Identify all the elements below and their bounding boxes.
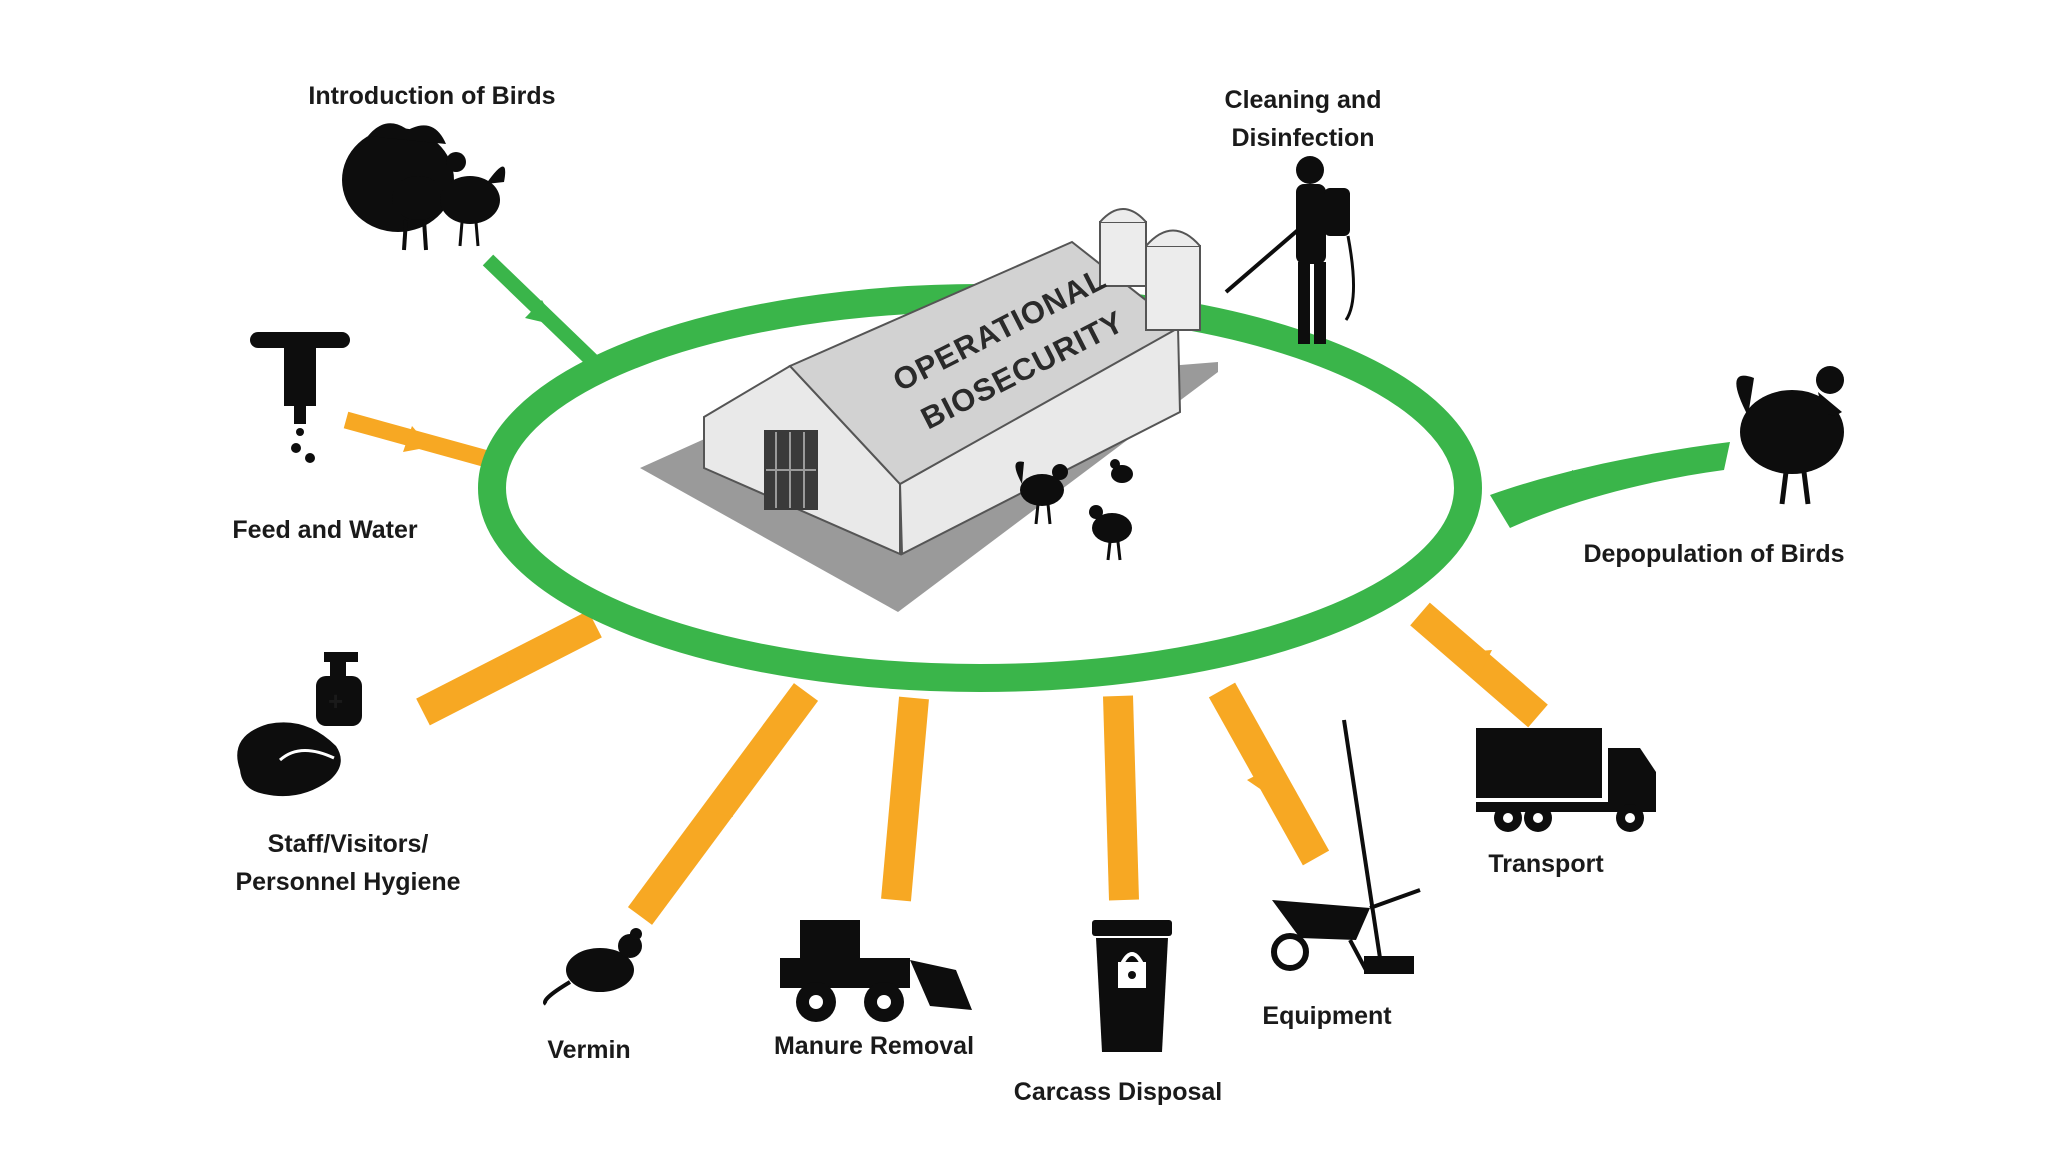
svg-text:+: + [328, 686, 343, 716]
silos [1099, 208, 1201, 331]
rooster-icon [1015, 461, 1068, 525]
label-introduction: Introduction of Birds [308, 82, 555, 110]
label-manure: Manure Removal [774, 1032, 974, 1060]
arrow-transport-head [1465, 650, 1492, 678]
hen-small-icon [1089, 505, 1132, 561]
arrow-staff-head [505, 654, 533, 680]
arrow-equipment-head [1247, 767, 1272, 797]
arrow-feed-head [403, 426, 430, 452]
arrow-manure-head [895, 792, 920, 820]
label-transport: Transport [1488, 850, 1604, 878]
hen-icon [1736, 366, 1844, 505]
arrow-introduction-head [525, 300, 555, 325]
label-feed: Feed and Water [232, 516, 417, 544]
rat-icon [543, 928, 642, 1006]
water-nipple-icon [250, 332, 350, 463]
arrow-carcass-head [1107, 800, 1134, 826]
label-equipment: Equipment [1262, 1002, 1392, 1030]
hand-washing-icon: + [237, 652, 362, 797]
barn-chickens [1015, 459, 1133, 561]
label-staff-2: Personnel Hygiene [235, 868, 460, 896]
loader-icon [780, 920, 972, 1022]
locked-bin-icon [1092, 920, 1172, 1052]
arrow-vermin-head [707, 790, 733, 817]
label-cleaning-2: Disinfection [1231, 124, 1374, 152]
sprayer-person-icon [1224, 156, 1355, 344]
label-vermin: Vermin [547, 1036, 630, 1064]
arrow-depopulation-head [1572, 470, 1600, 498]
label-cleaning-1: Cleaning and [1225, 86, 1382, 114]
arrow-carcass [1103, 695, 1139, 901]
arrows [343, 254, 1730, 925]
turkey-and-chicken-icon [342, 123, 506, 251]
wheelbarrow-broom-icon [1271, 719, 1421, 974]
labels: Introduction of Birds Cleaning and Disin… [232, 82, 1844, 1106]
label-depopulation: Depopulation of Birds [1583, 540, 1844, 568]
truck-icon [1476, 728, 1656, 832]
label-carcass: Carcass Disposal [1014, 1078, 1222, 1106]
barn: OPERATIONAL BIOSECURITY [640, 208, 1218, 612]
label-staff-1: Staff/Visitors/ [268, 830, 429, 858]
arrow-depopulation [1490, 442, 1730, 528]
chick-icon [1110, 459, 1133, 483]
